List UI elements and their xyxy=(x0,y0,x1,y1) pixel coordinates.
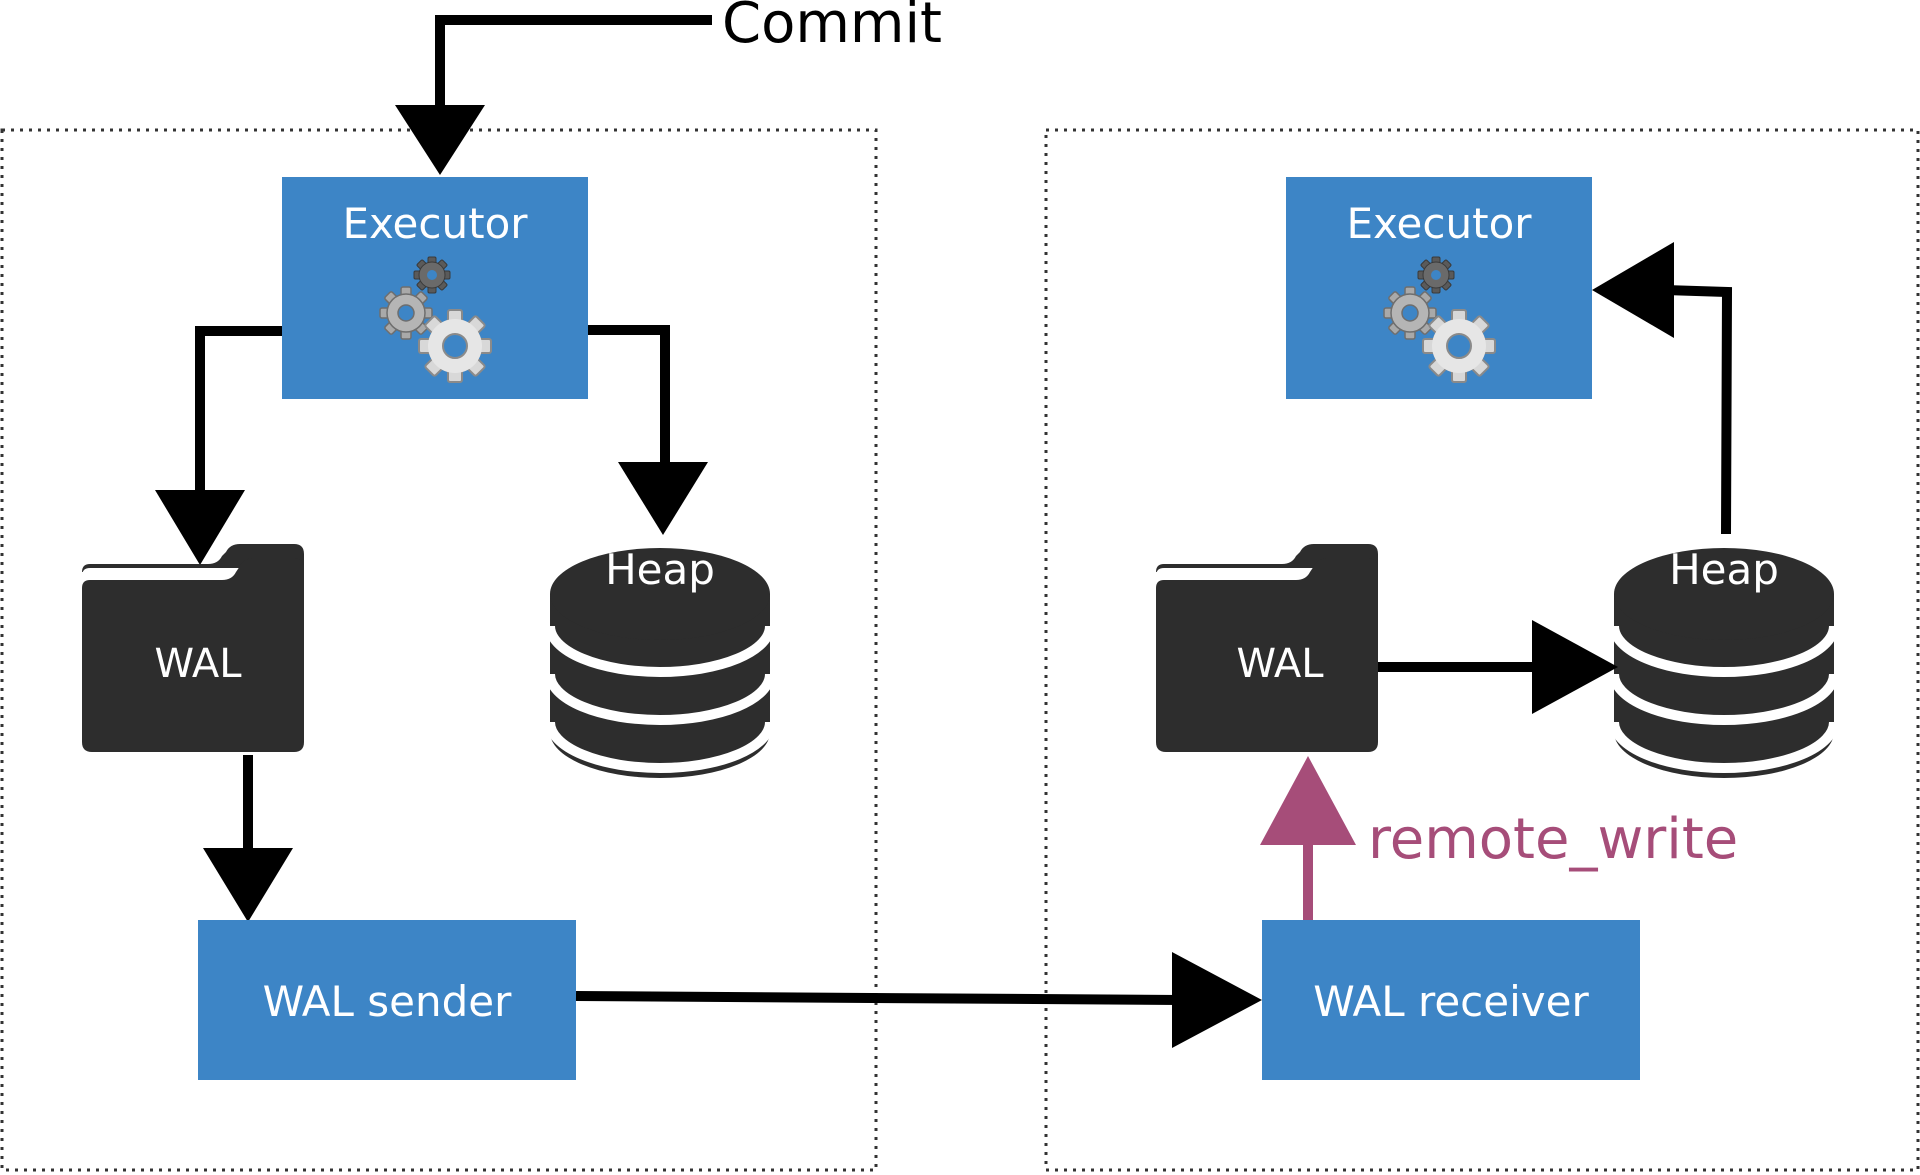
wal-sender-label: WAL sender xyxy=(263,977,513,1026)
commit-arrow xyxy=(395,15,712,175)
commit-label: Commit xyxy=(722,0,942,56)
standby-wal-to-heap-arrow xyxy=(1378,620,1618,714)
executor-to-heap-arrow xyxy=(588,325,708,535)
primary-heap-database: Heap xyxy=(550,545,770,778)
standby-heap-label: Heap xyxy=(1669,545,1779,594)
remote-write-arrow xyxy=(1260,756,1356,920)
standby-heap-to-executor-arrow xyxy=(1592,242,1733,535)
standby-wal-folder: WAL xyxy=(1156,544,1378,752)
primary-wal-folder: WAL xyxy=(82,544,304,752)
remote-write-label: remote_write xyxy=(1368,807,1738,872)
standby-executor-label: Executor xyxy=(1346,199,1532,248)
standby-executor-box: Executor xyxy=(1286,177,1592,399)
executor-to-wal-arrow xyxy=(155,326,282,565)
standby-server-container xyxy=(1044,128,1920,1172)
wal-receiver-box: WAL receiver xyxy=(1262,920,1640,1080)
primary-executor-label: Executor xyxy=(342,199,528,248)
standby-wal-label: WAL xyxy=(1236,641,1324,687)
primary-wal-label: WAL xyxy=(154,641,242,687)
wal-to-sender-arrow xyxy=(203,755,293,922)
standby-heap-database: Heap xyxy=(1614,545,1834,778)
primary-server-container xyxy=(0,128,878,1172)
wal-receiver-label: WAL receiver xyxy=(1313,977,1589,1026)
wal-sender-box: WAL sender xyxy=(198,920,576,1080)
primary-executor-box: Executor xyxy=(282,177,588,399)
sender-to-receiver-arrow xyxy=(575,952,1262,1048)
primary-heap-label: Heap xyxy=(605,545,715,594)
